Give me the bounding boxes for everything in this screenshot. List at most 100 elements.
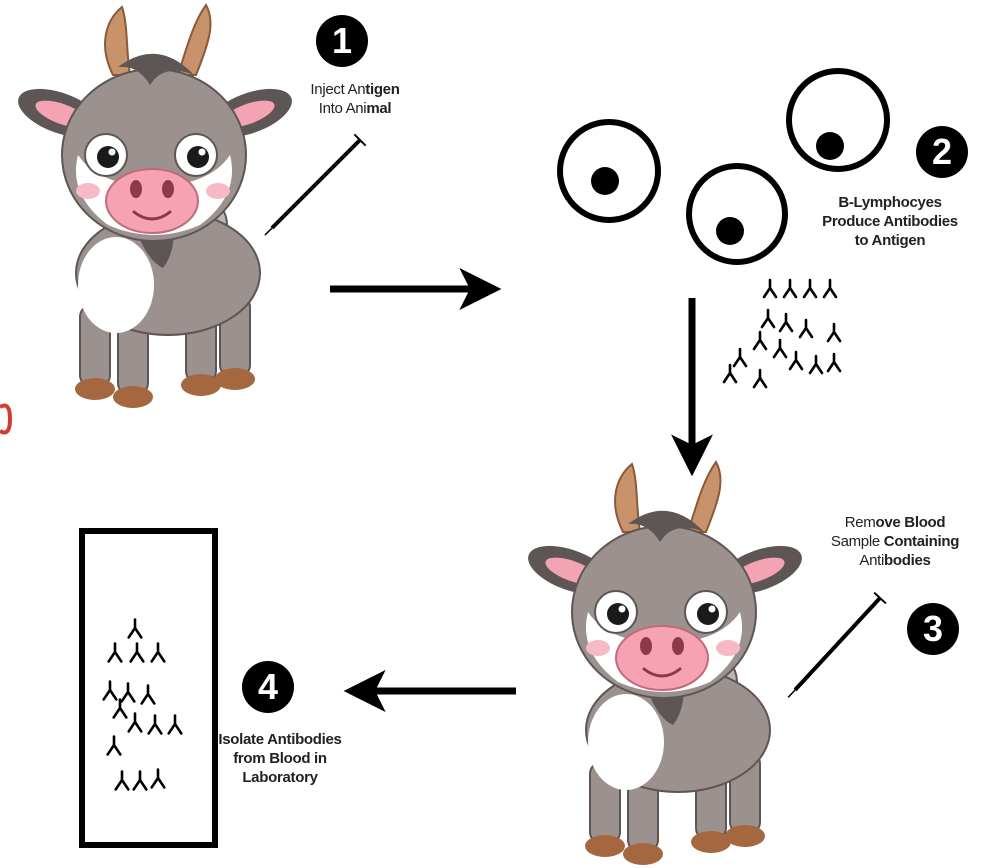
- b-lymphocyte-cell: [689, 166, 785, 262]
- goat-horn-right: [178, 5, 211, 75]
- antibody-y-shape: [142, 686, 155, 704]
- label-line: Produce Antibodies: [795, 212, 985, 231]
- b-lymphocyte-cell: [560, 122, 658, 220]
- antibody-y-shape: [122, 684, 135, 702]
- goat-pupil: [97, 146, 119, 168]
- label-run: ove Blood: [875, 514, 945, 531]
- antibody-y-shape: [762, 310, 774, 327]
- cell-nucleus: [816, 132, 844, 160]
- syringe-needle: [788, 690, 795, 697]
- antibody-y-shape: [108, 737, 121, 755]
- syringe-barrel: [272, 140, 360, 228]
- goat-nostril: [162, 180, 174, 198]
- label-line: Inject Antigen: [280, 80, 430, 99]
- goat-hoof: [691, 831, 731, 853]
- step-4-label: Isolate Antibodies from Blood in Laborator…: [195, 730, 365, 787]
- antibody-y-shape: [134, 772, 147, 790]
- goat-bottom: [522, 462, 808, 865]
- cell-nucleus: [716, 217, 744, 245]
- label-run: Rem: [845, 514, 876, 531]
- goat-eye-shine: [199, 149, 206, 156]
- label-run: tigen: [365, 81, 399, 98]
- goat-hoof: [725, 825, 765, 847]
- label-line: Sample Containing: [800, 532, 990, 551]
- label-run: Containing: [884, 533, 959, 550]
- label-run: B-Lymphocyes: [838, 194, 941, 211]
- antibody-y-shape: [169, 716, 182, 734]
- antibody-y-shape: [804, 280, 816, 297]
- antibody-y-shape: [754, 370, 766, 387]
- label-run: Anti: [859, 552, 884, 569]
- label-line: Into Animal: [280, 99, 430, 118]
- syringe-bottom: [788, 593, 886, 698]
- antibody-y-shape: [129, 714, 142, 732]
- goat-nostril: [130, 180, 142, 198]
- antibody-y-shape: [152, 770, 165, 788]
- step-1-label: Inject AntigenInto Animal: [280, 80, 430, 118]
- label-run: Sample: [831, 533, 884, 550]
- goat-chest: [78, 237, 154, 333]
- antibody-y-shape: [810, 356, 822, 373]
- label-run: Isolate Antibodies: [218, 731, 341, 748]
- label-line: to Antigen: [795, 231, 985, 250]
- antibody-y-shape: [774, 340, 786, 357]
- antibody-y-shape: [800, 320, 812, 337]
- label-line: Isolate Antibodies: [195, 730, 365, 749]
- antibody-y-shape: [131, 644, 144, 662]
- label-run: mal: [366, 100, 391, 117]
- goat-cheek: [76, 183, 100, 199]
- goat-cheek: [206, 183, 230, 199]
- step-3-label: Remove BloodSample ContainingAntibodies: [800, 513, 990, 570]
- goat-nostril: [672, 637, 684, 655]
- goat-eye-shine: [619, 606, 626, 613]
- antibody-y-shape: [780, 314, 792, 331]
- goat-muzzle: [106, 169, 198, 233]
- edge-mark: [0, 406, 10, 433]
- antibody-y-shape: [824, 280, 836, 297]
- step-2-badge: 2: [916, 126, 968, 178]
- goat-cheek: [716, 640, 740, 656]
- goat-top: [12, 5, 298, 408]
- goat-pupil: [697, 603, 719, 625]
- goat-cheek: [586, 640, 610, 656]
- label-run: bodies: [884, 552, 931, 569]
- label-run: Laboratory: [242, 769, 317, 786]
- goat-hoof: [585, 835, 625, 857]
- goat-hoof: [75, 378, 115, 400]
- label-line: Laboratory: [195, 768, 365, 787]
- label-run: from Blood in: [233, 750, 327, 767]
- syringe-top: [265, 134, 366, 235]
- goat-muzzle: [616, 626, 708, 690]
- label-line: Antibodies: [800, 551, 990, 570]
- antibody-y-shape: [104, 682, 117, 700]
- goat-hoof: [623, 843, 663, 865]
- goat-hoof: [181, 374, 221, 396]
- label-line: B-Lymphocyes: [795, 193, 985, 212]
- cell-nucleus: [591, 167, 619, 195]
- label-run: to Antigen: [855, 232, 926, 249]
- antibody-y-shape: [724, 365, 736, 382]
- label-line: Remove Blood: [800, 513, 990, 532]
- antibody-y-shape: [828, 324, 840, 341]
- step-1-badge: 1: [316, 15, 368, 67]
- label-run: Inject: [310, 81, 347, 98]
- antibody-y-shape: [828, 354, 840, 371]
- label-run: An: [348, 81, 366, 98]
- goat-pupil: [607, 603, 629, 625]
- label-run: Produce Antibodies: [822, 213, 958, 230]
- antibody-y-shape: [754, 332, 766, 349]
- antibody-y-shape: [149, 716, 162, 734]
- antibody-y-shape: [109, 644, 122, 662]
- antibody-y-shape: [114, 700, 127, 718]
- goat-chest: [588, 694, 664, 790]
- antibody-y-shape: [116, 772, 129, 790]
- antibody-y-shape: [152, 644, 165, 662]
- label-run: Into Ani: [319, 100, 367, 117]
- antibody-y-shape: [784, 280, 796, 297]
- antibody-y-shape: [790, 352, 802, 369]
- goat-hoof: [215, 368, 255, 390]
- syringe-barrel: [795, 598, 880, 690]
- b-lymphocyte-cell: [789, 71, 887, 169]
